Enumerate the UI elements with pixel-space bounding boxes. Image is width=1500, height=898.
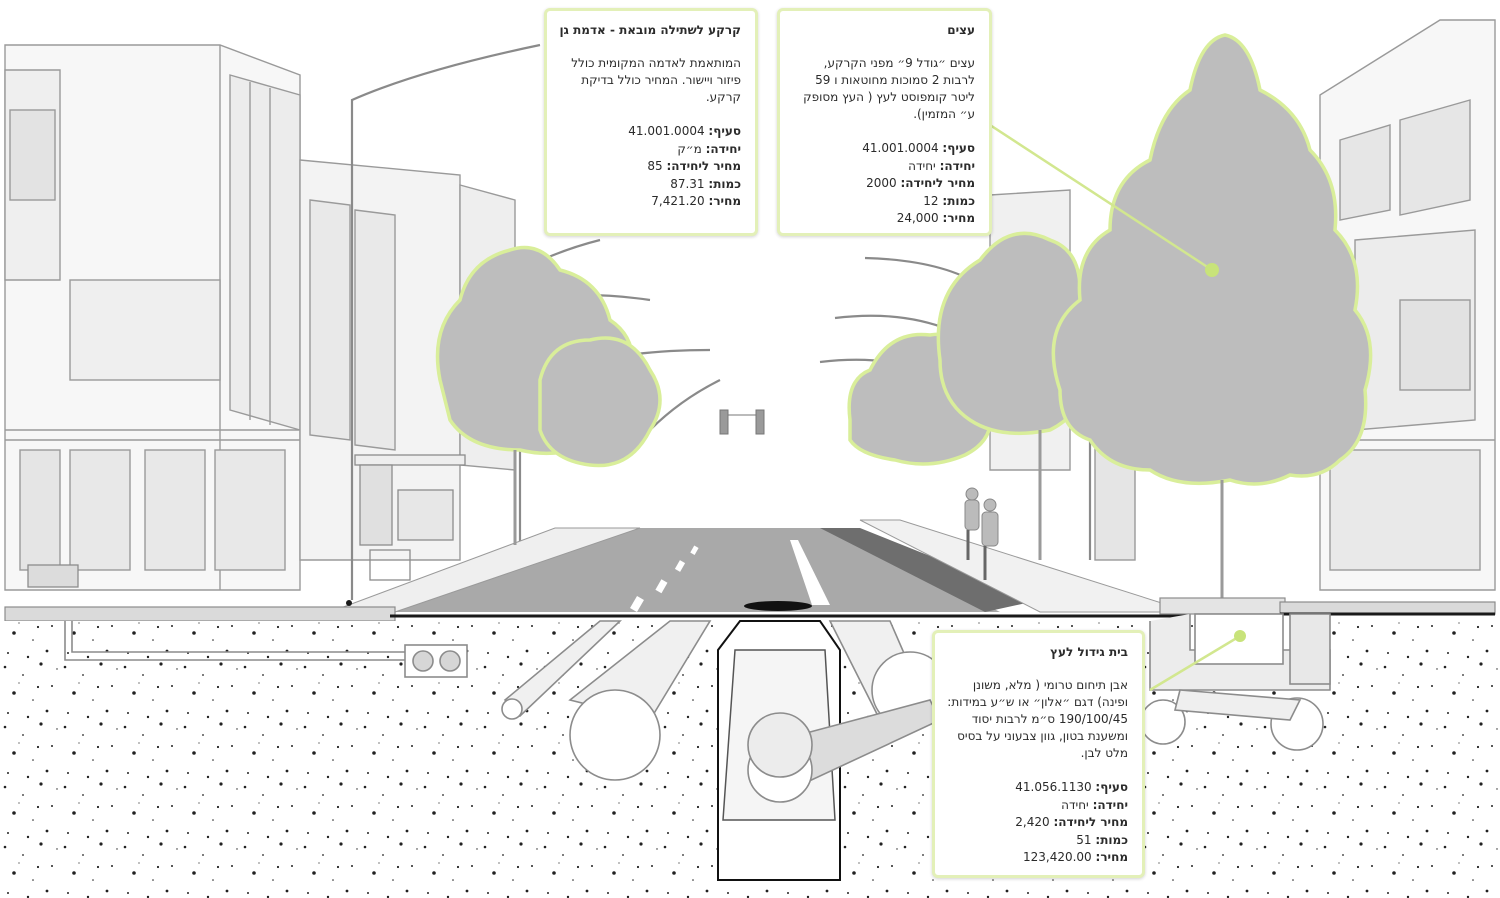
callout-title: עצים	[947, 23, 975, 37]
callout-row-section: סעיף: 41.001.0004	[628, 124, 741, 138]
bus-stop	[27, 454, 466, 588]
leader-lines	[346, 123, 1246, 692]
tree-trunks	[513, 430, 1224, 598]
callout-row-quantity: כמות: 51	[1076, 832, 1128, 847]
callout-row-price: מחיר: 123,420.00	[1022, 850, 1128, 864]
callout-row-price: מחיר: 24,000	[896, 211, 975, 225]
street-trees	[435, 33, 1373, 486]
callout-planting-soil: קרקע לשתילה מובאת - אדמת גן המותאמת לאדמ…	[544, 8, 758, 236]
callout-title: קרקע לשתילה מובאת - אדמת גן	[559, 23, 741, 37]
lane-markings	[630, 540, 830, 613]
road-surface	[395, 528, 1000, 612]
cyclists	[964, 487, 999, 580]
callout-row-quantity: כמות: 87.31	[670, 176, 741, 191]
callout-title: בית גידול לעץ	[1050, 645, 1128, 659]
traffic-lights	[719, 409, 765, 435]
callout-row-unit: יחידה: יחידה	[908, 158, 975, 173]
callout-row-quantity: כמות: 12	[923, 193, 975, 208]
callout-row-unit: יחידה: מ״ק	[677, 141, 741, 156]
callout-trees: עצים עצים ״גודל 9״ מפני הקרקע, לרבות 2 ס…	[777, 8, 992, 236]
callout-tree-pit: בית גידול לעץ אבן תיחום טרומי ( מלא, משו…	[932, 630, 1145, 878]
callout-row-price: מחיר: 7,421.20	[651, 194, 741, 208]
callout-row-unit-price: מחיר ליחידה: 2,420	[1015, 815, 1128, 829]
bike-lane	[820, 528, 1040, 612]
callout-row-unit-price: מחיר ליחידה: 2000	[866, 176, 975, 190]
callout-row-unit: יחידה: יחידה	[1061, 797, 1128, 812]
callout-row-section: סעיף: 41.001.0004	[862, 141, 975, 155]
callout-description: אבן תיחום טרומי ( מלא, משונן ופינה) דגם …	[947, 678, 1128, 760]
underground-utilities	[64, 613, 1331, 881]
callout-description: עצים ״גודל 9״ מפני הקרקע, לרבות 2 סמוכות…	[803, 56, 975, 121]
callout-description: המותאמת לאדמה המקומית כולל פיזור ויישור.…	[571, 56, 741, 104]
callout-row-unit-price: מחיר ליחידה: 85	[647, 159, 741, 173]
callout-row-section: סעיף: 41.056.1130	[1015, 780, 1128, 794]
